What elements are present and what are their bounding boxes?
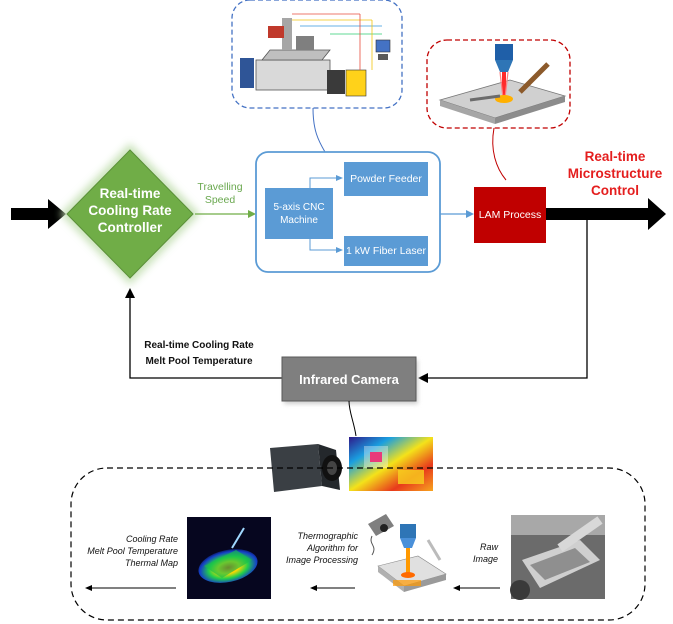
raw-label-line: Image	[472, 554, 498, 564]
cooling-rate-controller	[60, 143, 200, 285]
algorithm-illustration	[368, 514, 447, 592]
algorithm-label-line: Image Processing	[285, 555, 358, 565]
feedback-label: Real-time Cooling Rate Melt Pool Tempera…	[128, 338, 270, 370]
thermal-map-image	[187, 517, 271, 599]
fiber-laser-box: 1 kW Fiber Laser	[344, 236, 428, 266]
raw-label-line: Raw	[479, 542, 498, 552]
infrared-camera-box	[281, 356, 418, 404]
speed-label-line: Speed	[204, 194, 236, 206]
output-arrow	[546, 198, 666, 230]
powder-feeder-box: Powder Feeder	[344, 162, 428, 196]
feedback-line-right	[428, 220, 588, 379]
feedback-line-left	[129, 298, 282, 379]
processing-output-line: Cooling Rate	[125, 534, 178, 544]
processing-output-line: Thermal Map	[124, 558, 178, 568]
output-label-line: Microstructure	[567, 166, 663, 181]
controller-label-line: Controller	[97, 220, 163, 235]
input-arrow	[11, 199, 66, 229]
machine-setup-illustration	[231, 0, 403, 109]
camera-thermal-image	[265, 436, 435, 493]
raw-image-label: Raw Image	[464, 541, 498, 565]
microstructure-control-label: Real-time Microstructure Control	[556, 148, 673, 199]
controller-label-line: Cooling Rate	[88, 203, 172, 218]
travelling-speed-label: Travelling Speed	[190, 181, 250, 207]
lam-process-box	[474, 187, 546, 243]
image-processing-box	[70, 467, 646, 621]
cnc-label-line: 5-axis CNC	[273, 201, 325, 213]
laser-deposition-illustration	[426, 39, 571, 129]
algorithm-label-line: Algorithm for	[306, 543, 358, 553]
lam-process-label: LAM Process	[478, 209, 542, 221]
machine-group	[255, 151, 441, 273]
lam-process-label-wrap: LAM Process	[474, 187, 546, 243]
speed-label-line: Travelling	[197, 181, 243, 193]
feedback-label-line: Real-time Cooling Rate	[144, 340, 254, 351]
processing-output-line: Melt Pool Temperature	[87, 546, 178, 556]
cnc-label-line: Machine	[280, 214, 318, 226]
fiber-laser-label: 1 kW Fiber Laser	[346, 245, 426, 257]
processing-output-label: Cooling Rate Melt Pool Temperature Therm…	[82, 533, 178, 569]
controller-label: Real-time Cooling Rate Controller	[70, 185, 190, 236]
output-label-line: Real-time	[584, 149, 646, 164]
powder-feeder-label: Powder Feeder	[350, 173, 422, 185]
algorithm-label: Thermographic Algorithm for Image Proces…	[282, 530, 358, 566]
cnc-machine-box: 5-axis CNC Machine	[265, 188, 333, 239]
raw-image-photo	[510, 515, 605, 600]
controller-label-line: Real-time	[99, 186, 161, 201]
infrared-camera-label-wrap: Infrared Camera	[282, 357, 416, 401]
feedback-label-line: Melt Pool Temperature	[145, 356, 253, 367]
infrared-camera-label: Infrared Camera	[299, 371, 399, 387]
output-label-line: Control	[591, 183, 639, 198]
algorithm-label-line: Thermographic	[297, 531, 358, 541]
